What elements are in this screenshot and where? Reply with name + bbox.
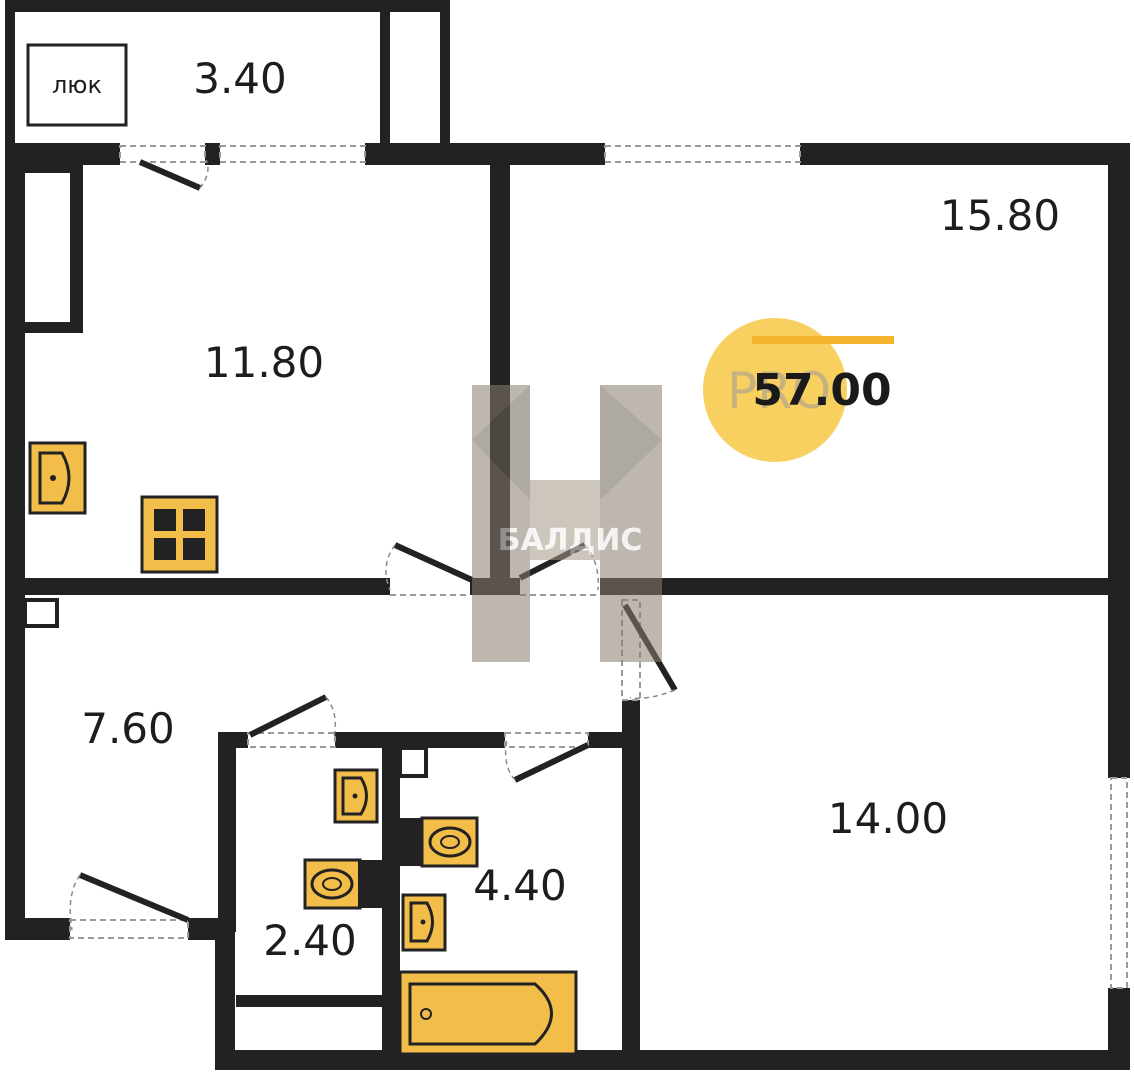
kitchen-area-label: 11.80: [204, 338, 324, 387]
balcony-wall-right: [440, 0, 450, 150]
bottom-wall: [215, 1050, 1130, 1070]
toilet-area-label: 2.40: [263, 916, 357, 965]
door-entrance: [69, 872, 190, 939]
windows: [119, 145, 1128, 989]
bathroom-toilet-icon: [400, 816, 479, 868]
watermark-right-facet: [600, 385, 662, 500]
hatch-label: люк: [52, 71, 102, 99]
area-labels: 3.40 11.80 15.80 7.60 14.00 4.40 2.40 57…: [81, 54, 1060, 965]
door-kitchen: [385, 542, 474, 596]
window-living-room: [604, 145, 801, 163]
niche-bottom: [25, 322, 83, 333]
brand-watermark-text: БАЛДИС: [498, 523, 643, 558]
fixtures: [28, 441, 578, 1056]
pro-badge-text: PRO: [727, 362, 831, 420]
top-wall-1: [5, 143, 120, 165]
washbasin-icon: [333, 768, 379, 824]
watermark-crossbar: [530, 480, 600, 560]
outer-walls: [5, 143, 1130, 1070]
wet-top-3: [588, 732, 628, 748]
bedroom-left-wall: [622, 700, 640, 1060]
total-area-label: 57.00: [752, 365, 891, 416]
bathtub-icon: [398, 970, 578, 1056]
balcony-wall-left: [5, 0, 15, 150]
wet-left-wall: [218, 732, 236, 932]
window-balcony-door: [119, 145, 206, 163]
hatch: люк: [26, 43, 128, 127]
top-wall-4: [800, 143, 1120, 165]
wet-top-2: [335, 732, 505, 748]
living-room-area-label: 15.80: [940, 191, 1060, 240]
door-bathroom: [504, 732, 590, 783]
balcony-divider: [380, 0, 390, 150]
niche-side: [70, 165, 83, 333]
hatch-box: [26, 43, 128, 127]
entry-jamb: [215, 918, 235, 1070]
toilet-bowl-icon: [303, 858, 382, 910]
left-wall: [5, 143, 25, 940]
window-bedroom: [1110, 777, 1128, 989]
pro-badge-circle: [703, 318, 847, 462]
door-toilet: [247, 694, 337, 748]
kitchen-sink-icon: [28, 441, 87, 515]
entry-wall-left: [5, 918, 70, 940]
bathroom-washbasin-icon: [401, 893, 447, 952]
shaft-bathroom: [398, 746, 428, 778]
bedroom-area-label: 14.00: [828, 794, 948, 843]
watermark-left-facet: [472, 385, 530, 500]
balcony: люк: [5, 0, 450, 150]
living-bottom-wall: [600, 578, 1110, 595]
right-wall-upper: [1108, 143, 1130, 778]
top-wall-3: [365, 143, 605, 165]
niche-top: [25, 165, 83, 173]
shaft-hallway: [23, 598, 59, 628]
bathroom-area-label: 4.40: [473, 861, 567, 910]
top-wall-2: [205, 143, 220, 165]
pro-badge: PRO: [703, 318, 894, 462]
door-balcony: [138, 159, 209, 191]
brand-watermark: БАЛДИС: [472, 385, 662, 662]
cooktop-icon: [140, 495, 219, 574]
window-kitchen: [219, 145, 366, 163]
right-wall-lower: [1108, 988, 1130, 1070]
kitchen-bottom-wall: [25, 578, 390, 595]
hallway-area-label: 7.60: [81, 704, 175, 753]
balcony-area-label: 3.40: [193, 54, 287, 103]
toilet-bath-wall: [382, 745, 400, 1060]
pro-badge-bar: [752, 336, 894, 344]
balcony-wall-top: [5, 0, 450, 12]
toilet-shelf: [236, 995, 382, 1007]
